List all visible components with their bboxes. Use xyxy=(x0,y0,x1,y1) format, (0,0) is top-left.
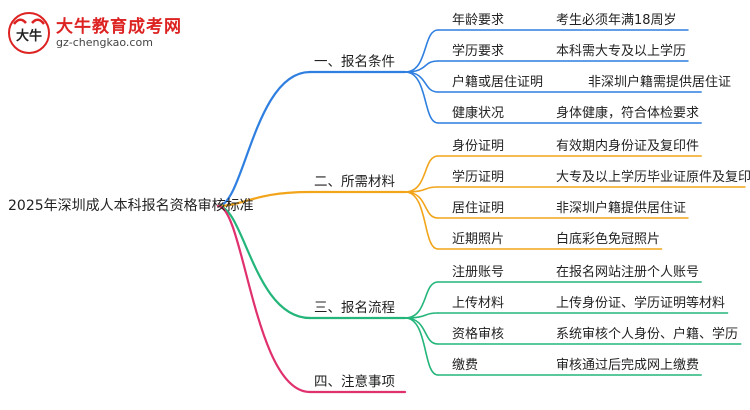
item-value: 非深圳户籍需提供居住证 xyxy=(588,75,732,90)
item-link xyxy=(404,317,439,345)
item-link xyxy=(404,317,439,376)
item-link xyxy=(404,281,439,319)
item-key: 缴费 xyxy=(452,358,479,373)
item-key: 学历要求 xyxy=(452,44,505,59)
item-value: 考生必须年满18周岁 xyxy=(556,13,677,28)
item-link xyxy=(404,60,439,73)
item-link xyxy=(404,191,439,219)
item-link xyxy=(404,71,439,124)
item-value: 有效期内身份证及复印件 xyxy=(556,139,700,154)
item-key: 居住证明 xyxy=(452,201,505,216)
item-value: 身体健康，符合体检要求 xyxy=(556,106,700,121)
branch-label: 三、报名流程 xyxy=(314,300,395,316)
branch-link xyxy=(216,70,312,208)
item-value: 非深圳户籍提供居住证 xyxy=(556,201,687,216)
item-key: 年龄要求 xyxy=(452,13,505,28)
item-value: 系统审核个人身份、户籍、学历 xyxy=(556,327,739,342)
item-key: 注册账号 xyxy=(452,265,505,280)
item-key: 资格审核 xyxy=(452,327,505,342)
item-key: 近期照片 xyxy=(452,232,505,247)
item-link xyxy=(404,155,439,193)
branch-label: 二、所需材料 xyxy=(314,174,395,190)
root-topic: 2025年深圳成人本科报名资格审核标准 xyxy=(8,198,254,214)
item-key: 学历证明 xyxy=(452,170,505,185)
bull-logo-icon: 大牛 xyxy=(8,12,50,54)
item-value: 在报名网站注册个人账号 xyxy=(556,265,700,280)
site-url: gz-chengkao.com xyxy=(56,36,153,49)
item-key: 身份证明 xyxy=(452,139,505,154)
branch-link xyxy=(216,204,312,320)
item-value: 白底彩色免冠照片 xyxy=(556,232,661,247)
branch-link xyxy=(216,204,312,394)
site-logo[interactable]: 大牛 大牛教育成考网 gz-chengkao.com xyxy=(6,10,196,56)
item-value: 审核通过后完成网上缴费 xyxy=(556,358,700,373)
item-link xyxy=(404,29,439,73)
branch-label: 一、报名条件 xyxy=(314,54,395,70)
item-link xyxy=(404,186,439,193)
item-value: 大专及以上学历毕业证原件及复印件 xyxy=(556,170,750,185)
item-key: 上传材料 xyxy=(452,296,505,311)
item-key: 健康状况 xyxy=(452,106,505,121)
item-value: 上传身份证、学历证明等材料 xyxy=(556,296,726,311)
site-name: 大牛教育成考网 xyxy=(56,17,182,37)
item-link xyxy=(404,312,439,319)
item-link xyxy=(404,191,439,250)
item-value: 本科需大专及以上学历 xyxy=(556,44,687,59)
branch-label: 四、注意事项 xyxy=(314,374,395,390)
item-key: 户籍或居住证明 xyxy=(452,75,544,90)
branch-link xyxy=(216,190,312,208)
logo-mark-text: 大牛 xyxy=(16,28,42,44)
